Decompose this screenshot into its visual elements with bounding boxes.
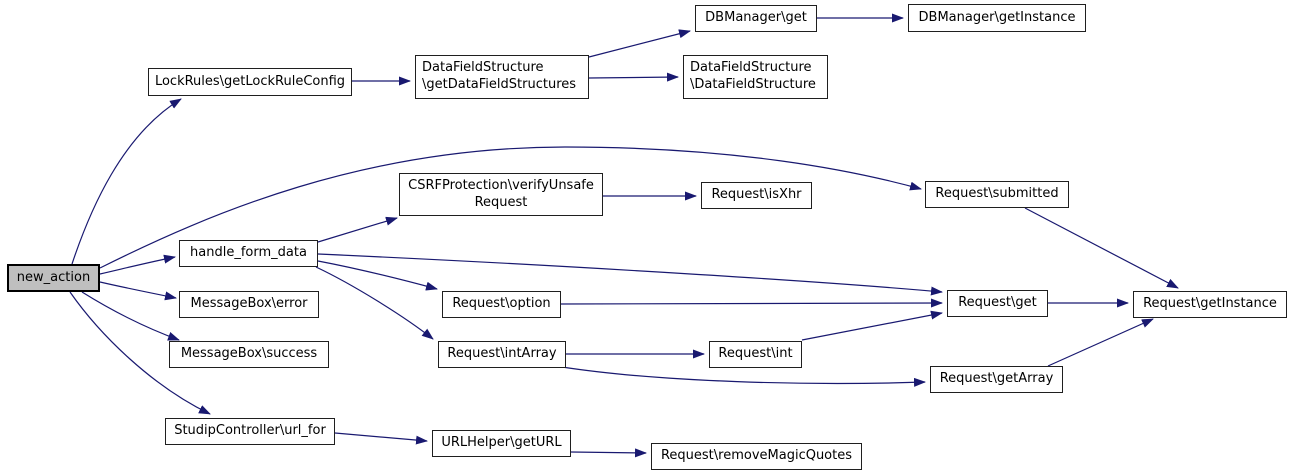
node-studipcontroller-url-for[interactable]: StudipController\url_for [165,418,335,445]
node-dbmanager-getinstance[interactable]: DBManager\getInstance [908,4,1086,32]
node-request-getarray[interactable]: Request\getArray [930,366,1063,393]
edge-urlhelper-geturl-request-removemagicquotes [570,448,647,458]
node-messagebox-success[interactable]: MessageBox\success [169,341,329,368]
node-request-int[interactable]: Request\int [709,341,802,368]
edge-new-action-messagebox-error [99,281,177,301]
node-request-isxhr[interactable]: Request\isXhr [701,182,812,209]
node-request-get[interactable]: Request\get [947,290,1048,317]
edge-new-action-studipcontroller-url-for [69,291,211,415]
edge-handle-form-data-csrfprotection-verifyunsaferequest [317,216,398,243]
node-messagebox-error[interactable]: MessageBox\error [179,291,319,318]
edge-group [69,13,1179,458]
edge-studipcontroller-url-for-urlhelper-geturl [334,432,428,445]
edge-new-action-handle-form-data [99,254,176,275]
node-urlhelper-geturl[interactable]: URLHelper\getURL [432,430,571,457]
node-csrfprotection-verifyunsaferequest[interactable]: CSRFProtection\verifyUnsafe Request [399,173,603,216]
edge-request-submitted-request-getinstance [1024,207,1179,289]
edge-datafieldstructure-getdatafieldstructures-dbmanager-get [588,29,691,58]
edge-new-action-messagebox-success [81,291,180,341]
node-new-action[interactable]: new_action [7,264,100,292]
edge-new-action-lockrules-getlockruleconfig [71,98,182,265]
edge-new-action-request-submitted [99,146,922,269]
edge-request-intarray-request-getarray [561,366,926,387]
node-request-option[interactable]: Request\option [442,291,561,318]
edge-request-option-request-get [560,298,943,308]
node-request-getinstance[interactable]: Request\getInstance [1133,291,1287,318]
node-request-intarray[interactable]: Request\intArray [438,341,566,368]
edge-datafieldstructure-getdatafieldstructures-datafieldstructure-datafieldstructure [588,72,679,82]
node-request-submitted[interactable]: Request\submitted [925,181,1069,208]
node-datafieldstructure-getdatafieldstructures[interactable]: DataFieldStructure \getDataFieldStructur… [415,55,589,99]
edge-handle-form-data-request-get [317,253,943,296]
node-lockrules-getlockruleconfig[interactable]: LockRules\getLockRuleConfig [148,68,352,96]
edge-handle-form-data-request-option [317,260,438,291]
edge-handle-form-data-request-intarray [315,266,434,340]
edge-request-getarray-request-getinstance [1047,318,1154,367]
node-datafieldstructure-datafieldstructure[interactable]: DataFieldStructure \DataFieldStructure [683,55,828,99]
node-handle-form-data[interactable]: handle_form_data [179,240,318,267]
node-request-removemagicquotes[interactable]: Request\removeMagicQuotes [651,443,862,470]
edge-request-int-request-get [801,310,943,341]
node-dbmanager-get[interactable]: DBManager\get [695,5,817,32]
